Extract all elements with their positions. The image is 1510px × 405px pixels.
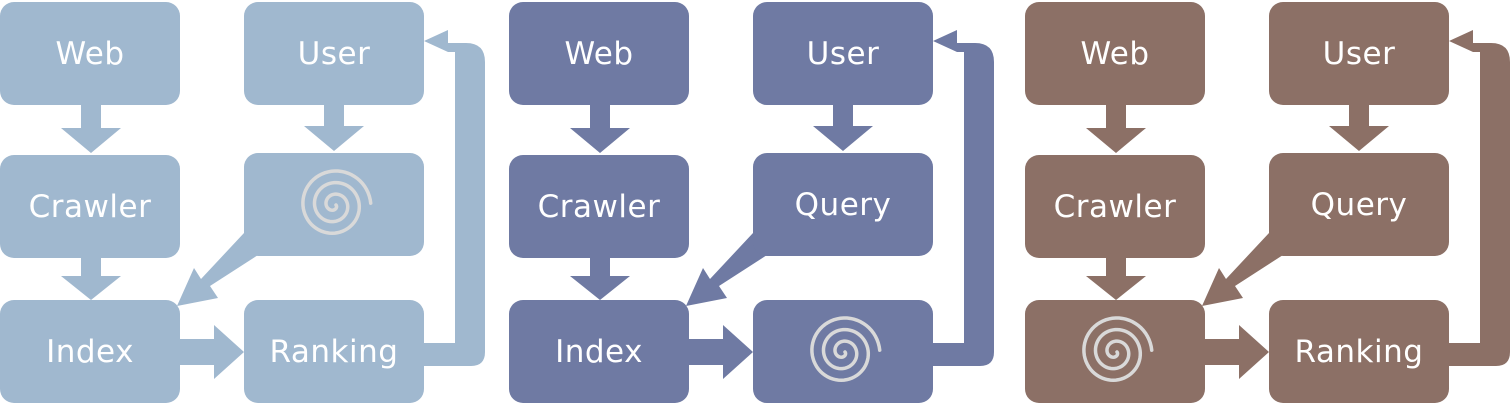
node-crawler-label: Crawler — [1053, 188, 1177, 225]
connectors-2 — [570, 30, 994, 379]
node-web-label: Web — [55, 35, 125, 72]
node-crawler-label: Crawler — [537, 188, 661, 225]
node-web-label: Web — [564, 35, 634, 72]
node-web: Web — [509, 2, 689, 105]
diagram-panel-2: Web User Crawler Query Index — [509, 0, 1009, 405]
node-user-label: User — [297, 35, 371, 72]
diagram-panel-3: Web User Crawler Query Ranking — [1025, 0, 1510, 405]
diagram-panel-1: Web User Crawler Index Ranking — [0, 0, 500, 405]
node-index: Index — [0, 300, 180, 403]
connectors-3 — [1086, 30, 1510, 379]
node-index: Index — [509, 300, 689, 403]
node-user-label: User — [1322, 35, 1396, 72]
arrow-query-index — [1202, 233, 1283, 306]
arrow-crawler-index — [1086, 258, 1146, 300]
arrow-web-crawler — [570, 105, 630, 153]
connectors-1 — [61, 30, 485, 379]
arrow-web-crawler — [61, 105, 121, 153]
node-web: Web — [1025, 2, 1205, 105]
arrow-query-index — [177, 233, 258, 306]
node-user: User — [753, 2, 933, 105]
node-ranking-label: Ranking — [269, 333, 399, 370]
arrow-ranking-user — [1449, 30, 1510, 366]
spiral-icon — [810, 315, 882, 382]
node-query — [244, 153, 424, 256]
node-query-label: Query — [1310, 186, 1408, 223]
node-user: User — [244, 2, 424, 105]
node-index-label: Index — [46, 333, 134, 370]
arrow-crawler-index — [570, 258, 630, 300]
node-index — [1025, 300, 1205, 403]
node-user: User — [1269, 2, 1449, 105]
arrow-ranking-user — [424, 30, 485, 366]
node-web-label: Web — [1080, 35, 1150, 72]
node-index-label: Index — [555, 333, 643, 370]
node-user-label: User — [806, 35, 880, 72]
node-web: Web — [0, 2, 180, 105]
arrow-crawler-index — [61, 258, 121, 300]
arrow-user-query — [1329, 105, 1389, 151]
arrow-user-query — [813, 105, 873, 151]
arrow-user-query — [304, 105, 364, 151]
node-ranking — [753, 300, 933, 403]
arrow-index-ranking — [180, 325, 244, 379]
node-ranking: Ranking — [1269, 300, 1449, 403]
arrow-query-index — [686, 233, 767, 306]
node-crawler: Crawler — [0, 155, 180, 258]
node-query: Query — [753, 153, 933, 256]
node-query: Query — [1269, 153, 1449, 256]
spiral-icon — [301, 168, 373, 235]
node-query-label: Query — [794, 186, 892, 223]
node-ranking: Ranking — [244, 300, 424, 403]
arrow-index-ranking — [689, 325, 753, 379]
node-crawler: Crawler — [509, 155, 689, 258]
node-crawler: Crawler — [1025, 155, 1205, 258]
node-crawler-label: Crawler — [28, 188, 152, 225]
arrow-index-ranking — [1205, 325, 1269, 379]
spiral-icon — [1082, 315, 1154, 382]
arrow-ranking-user — [933, 30, 994, 366]
node-ranking-label: Ranking — [1294, 333, 1424, 370]
arrow-web-crawler — [1086, 105, 1146, 153]
